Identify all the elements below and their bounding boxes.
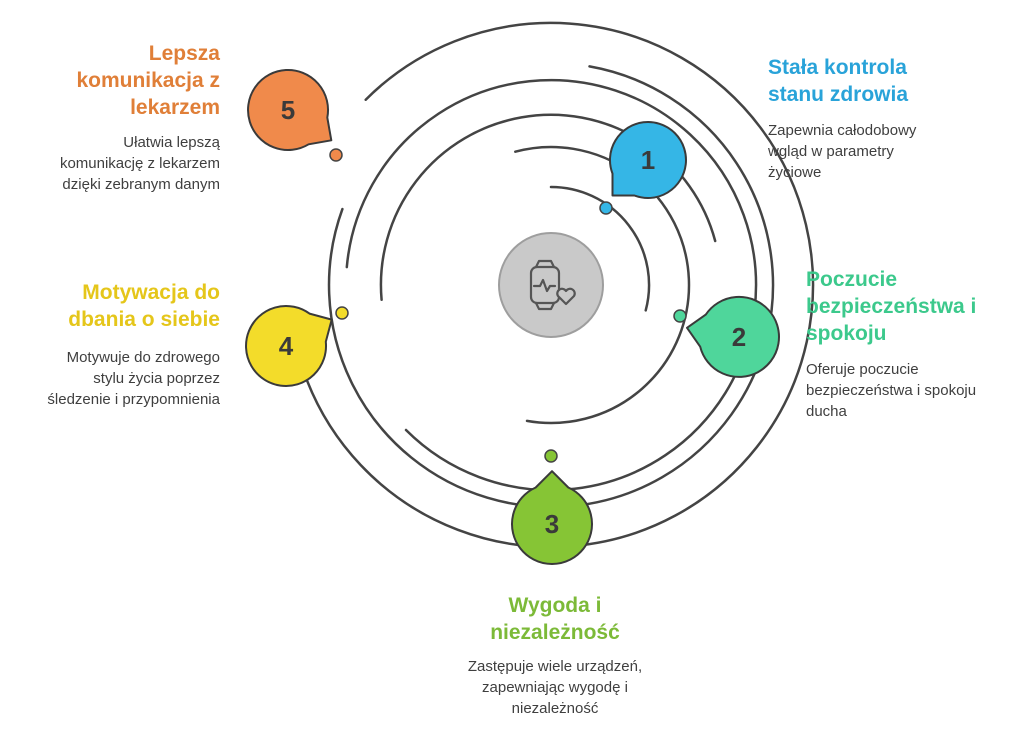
- orbit-dot-4: [335, 306, 349, 320]
- bubble-shape: [511, 470, 593, 566]
- orbit-arc: [549, 185, 651, 312]
- number-bubble-1: 1: [609, 121, 687, 199]
- number-bubble-2: 2: [686, 295, 780, 378]
- bubble-number: 2: [732, 322, 746, 352]
- orbit-arc: [327, 65, 775, 509]
- bubble-number: 3: [545, 509, 559, 539]
- item-3-title: Wygoda i niezależność: [490, 594, 620, 644]
- center-circle: [498, 232, 604, 338]
- orbit-arc: [514, 145, 691, 425]
- item-2-title: Poczucie bezpieczeństwa i spokoju: [806, 268, 977, 345]
- orbit-dot-5: [329, 148, 343, 162]
- item-3-description: Zastępuje wiele urządzeń, zapewniając wy…: [467, 658, 643, 717]
- orbit-dot-1: [599, 201, 613, 215]
- orbit-dot-2: [673, 309, 687, 323]
- orbit-dot-3: [544, 449, 558, 463]
- bubble-number: 1: [641, 145, 655, 175]
- item-5-description: Ułatwia lepszą komunikację z lekarzem dz…: [59, 134, 220, 193]
- item-1-title: Stała kontrola stanu zdrowia: [768, 56, 909, 106]
- item-2-description: Oferuje poczucie bezpieczeństwa i spokoj…: [806, 361, 977, 420]
- number-bubble-3: 3: [511, 470, 593, 566]
- smartwatch-heart-icon: [529, 259, 576, 311]
- bubble-shape: [686, 295, 780, 378]
- orbit-arc: [303, 21, 815, 549]
- bubble-shape: [609, 121, 687, 199]
- number-bubbles: 1 2 3 4 5: [245, 69, 780, 566]
- number-bubble-5: 5: [247, 69, 333, 151]
- bubble-number: 4: [279, 331, 294, 361]
- item-5-title: Lepsza komunikacja z lekarzem: [76, 42, 220, 119]
- orbit-dots: [329, 148, 687, 463]
- bubble-shape: [247, 69, 333, 151]
- item-1-description: Zapewnia całodobowy wgląd w parametry ży…: [768, 122, 917, 181]
- item-4-description: Motywuje do zdrowego stylu życia poprzez…: [47, 349, 220, 408]
- number-bubble-4: 4: [245, 304, 333, 387]
- item-4-title: Motywacja do dbania o siebie: [68, 281, 220, 331]
- bubble-shape: [245, 304, 333, 387]
- bubble-number: 5: [281, 95, 295, 125]
